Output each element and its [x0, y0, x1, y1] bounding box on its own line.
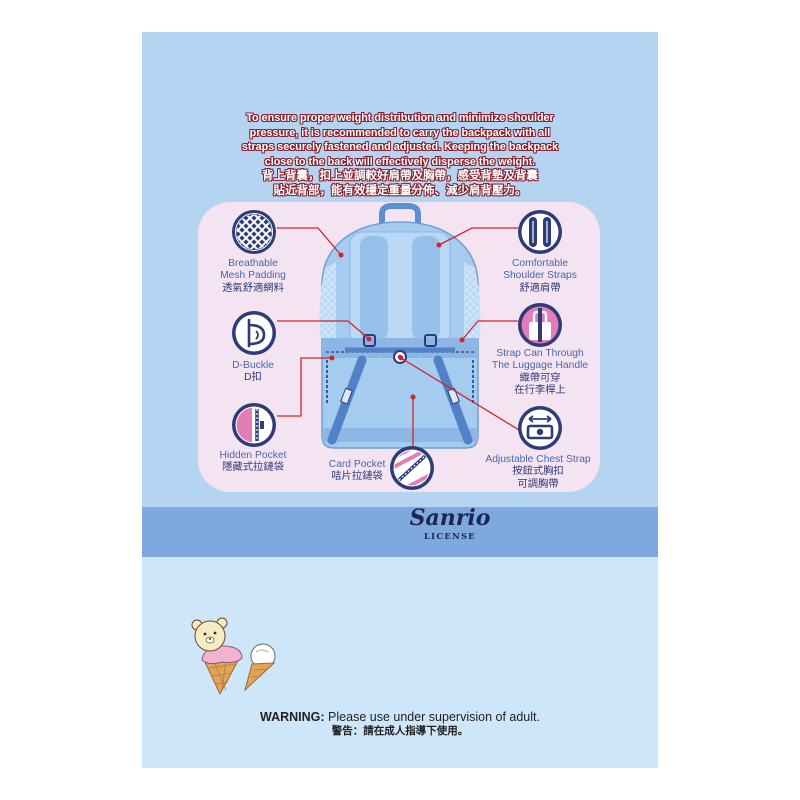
luggage-handle-icon [518, 303, 562, 347]
hidden-pocket-icon [232, 403, 276, 447]
feature-label-en: D-Buckle [232, 360, 274, 371]
feature-label-en: Mesh Padding [220, 270, 286, 282]
feature-label-zh: 按鈕式胸扣 [512, 466, 564, 478]
feature-label-en: Card Pocket [328, 459, 386, 470]
intro-text: To ensure proper weight distribution and… [200, 111, 600, 199]
backpack-handle [379, 203, 421, 228]
shoulder-straps-icon [518, 210, 562, 254]
sanrio-logo: Sanrio [409, 505, 491, 531]
backpack-bottom [322, 428, 478, 442]
callout-line-hidden-pocket [277, 357, 332, 417]
intro-line: To ensure proper weight distribution and… [246, 112, 554, 124]
chest-strap-icon [518, 406, 562, 450]
feature-label-mesh-padding: Breathable Mesh Padding 透氣舒適網料 [178, 258, 328, 295]
feature-label-luggage-strap: Strap Can Through The Luggage Handle 織帶可… [465, 348, 615, 398]
feature-label-d-buckle: D-Buckle D扣 [178, 360, 328, 385]
license-text: LICENSE [424, 532, 476, 542]
feature-label-en: Strap Can Through [496, 348, 584, 359]
feature-label-zh: 透氣舒適網料 [222, 282, 284, 294]
warning-text: WARNING: Please use under supervision of… [150, 710, 650, 725]
intro-line-zh: 貼近背部，能有效穩定重量分佈、減少肩背壓力。 [273, 184, 527, 197]
intro-line: straps securely fastened and adjusted. K… [241, 141, 559, 154]
callout-dot [410, 394, 416, 400]
feature-label-en: The Luggage Handle [491, 360, 589, 372]
callout-dot [459, 337, 465, 343]
strap-adjuster-right [447, 387, 460, 405]
feature-label-en: Breathable [228, 258, 278, 269]
mesh-icon [232, 210, 276, 254]
intro-line-zh: 背上背囊，扣上並調較好肩帶及胸帶，感受背墊及背囊 [262, 170, 538, 183]
warning-text-zh: 警告：請在成人指導下使用。 [331, 725, 469, 737]
brand-band [142, 507, 658, 557]
callout-dot [338, 252, 344, 258]
feature-label-en: Adjustable Chest Strap [485, 454, 591, 465]
d-ring-right [424, 334, 437, 347]
feature-label-chest-strap: Adjustable Chest Strap 按鈕式胸扣 可調胸帶 [463, 454, 613, 491]
strap-adjuster-left [340, 387, 353, 405]
ice-cream-bear-illustration [191, 617, 276, 696]
callout-line-chest-strap [400, 357, 520, 431]
shoulder-pad-left [360, 236, 388, 340]
feature-label-card-pocket: Card Pocket 咭片拉鏈袋 [282, 459, 432, 484]
feature-label-zh: D扣 [244, 372, 262, 384]
callout-line-luggage-strap [461, 320, 518, 341]
feature-label-zh: 咭片拉鏈袋 [331, 471, 383, 483]
warning-message: Please use under supervision of adult. [328, 710, 540, 724]
callout-line-d-buckle [277, 320, 370, 340]
feature-label-en: Shoulder Straps [503, 270, 577, 282]
callout-dot [329, 355, 335, 361]
feature-label-zh: 在行李桿上 [514, 385, 566, 397]
intro-line: close to the back will effectively dispe… [264, 155, 536, 168]
feature-label-zh: 織帶可穿 [519, 372, 561, 384]
shoulder-pad-right [412, 236, 440, 340]
callout-dot [366, 336, 372, 342]
callout-line-mesh-padding [277, 227, 342, 256]
d-ring-left [363, 334, 376, 347]
callout-dot [398, 355, 404, 361]
card-pocket-icon [390, 446, 434, 490]
callout-dot [436, 242, 442, 248]
feature-label-en: Comfortable [511, 258, 569, 269]
feature-label-zh: 隱藏式拉鏈袋 [222, 462, 284, 474]
callout-line-shoulder-straps [438, 227, 518, 246]
feature-label-zh: 舒適肩帶 [519, 282, 561, 294]
d-buckle-icon [232, 311, 276, 355]
feature-label-hidden-pocket: Hidden Pocket 隱藏式拉鏈袋 [178, 450, 328, 475]
warning-label: WARNING: [259, 710, 325, 724]
feature-label-shoulder-straps: Comfortable Shoulder Straps 舒適肩帶 [465, 258, 615, 295]
intro-line: pressure, it is recommended to carry the… [249, 126, 551, 139]
feature-label-en: Hidden Pocket [219, 450, 287, 461]
backpack-illustration [319, 203, 481, 449]
feature-label-zh: 可調胸帶 [517, 478, 559, 490]
